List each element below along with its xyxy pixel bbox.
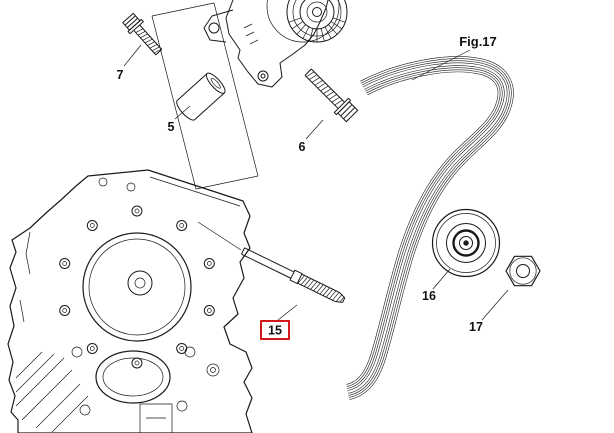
stud-15-threads	[297, 275, 345, 302]
part-label-15: 15	[268, 324, 282, 338]
bolt-7-threads	[135, 28, 162, 54]
nut-17-drawing	[505, 255, 541, 287]
cover-bottom-opening	[71, 346, 220, 433]
leader-part-15	[277, 304, 298, 321]
part-label-7[interactable]: 7	[117, 68, 124, 82]
labels-layer: Fig.17 7 5 6 15 16 17	[117, 34, 497, 340]
bolt-6-drawing	[304, 68, 359, 123]
part-label-17[interactable]: 17	[469, 320, 483, 334]
bolt-6-threads	[306, 71, 343, 106]
cover-bolt-holes	[59, 177, 215, 369]
spacer-5-drawing	[176, 72, 226, 121]
mounting-plate-outline	[151, 2, 259, 190]
leader-part-7	[123, 44, 142, 67]
alternator-pulley	[266, 0, 348, 43]
part-label-16[interactable]: 16	[422, 289, 436, 303]
engine-cover-drawing	[7, 169, 253, 433]
stud-15-drawing	[241, 247, 346, 303]
leader-lines	[123, 44, 509, 321]
alternator-drawing	[203, 0, 348, 88]
leader-fig-17	[411, 49, 471, 81]
stud-hole-leader-line	[197, 221, 242, 251]
pulley-rib-lines	[288, 17, 346, 42]
leader-part-5	[174, 105, 191, 120]
highlight-box	[260, 320, 290, 340]
part-label-5[interactable]: 5	[168, 120, 175, 134]
serpentine-belt-drawing	[348, 64, 506, 392]
idler-pulley-16-drawing	[431, 208, 501, 278]
part-label-15-highlighted[interactable]: 15	[260, 320, 290, 340]
cover-section-hatching	[15, 351, 89, 433]
leader-part-16	[432, 268, 451, 290]
bolt-7-drawing	[122, 12, 163, 56]
figure-reference-label[interactable]: Fig.17	[459, 34, 497, 49]
part-label-6[interactable]: 6	[299, 140, 306, 154]
leader-part-6	[305, 119, 324, 140]
leader-part-17	[481, 289, 509, 321]
alternator-vent-lines	[243, 23, 259, 45]
